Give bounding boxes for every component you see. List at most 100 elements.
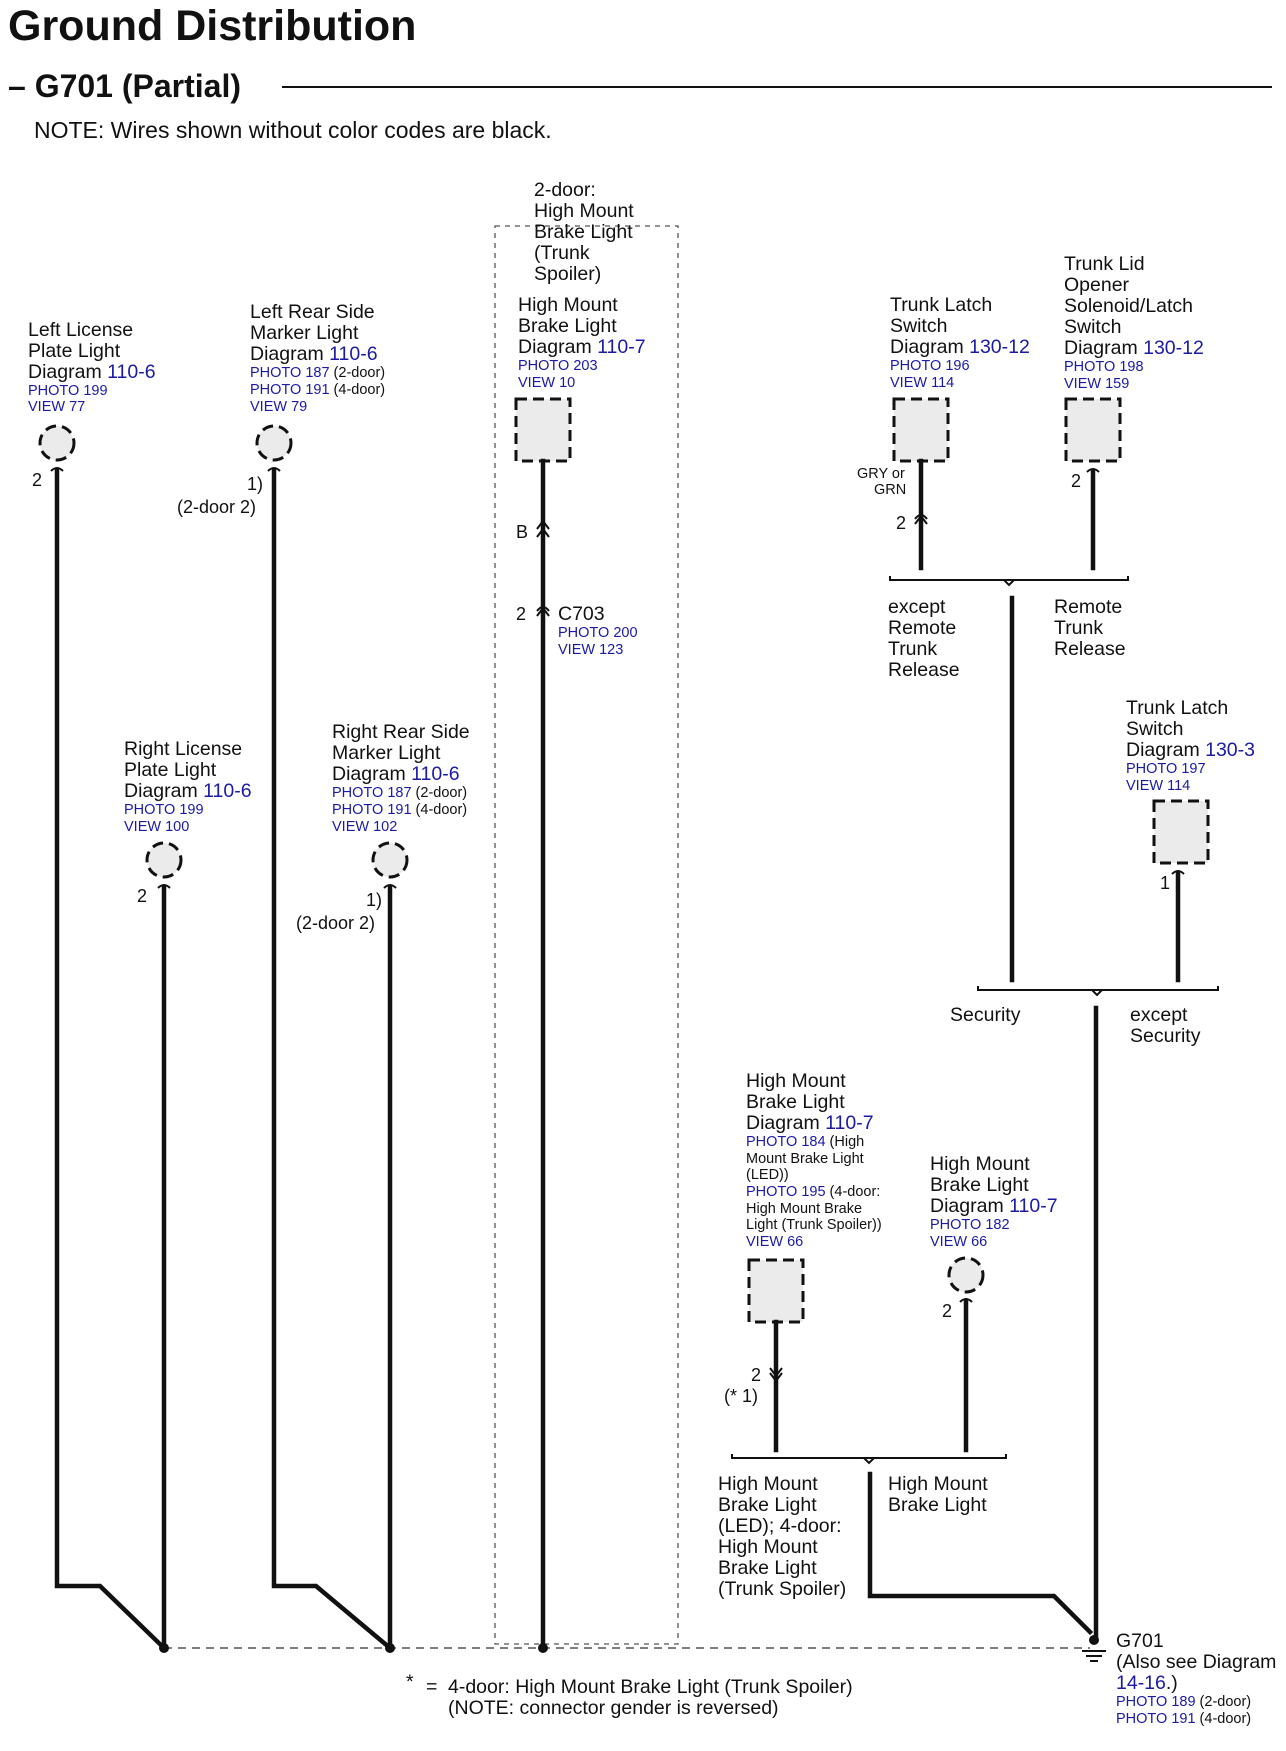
photo-ref[interactable]: PHOTO 196 bbox=[890, 358, 970, 374]
trunk-latch-switch-130-12: Trunk Latch Switch Diagram 130-12 PHOTO … bbox=[857, 294, 1030, 533]
component-name-line: Left License bbox=[28, 319, 133, 341]
photo-ref[interactable]: PHOTO 198 bbox=[1064, 359, 1144, 375]
diagram-ref[interactable]: Diagram 110-6 bbox=[28, 361, 156, 383]
pin-number: 1) bbox=[247, 474, 263, 494]
component-name-line: Opener bbox=[1064, 274, 1130, 296]
bulb-icon bbox=[38, 424, 76, 462]
component-name-line: Plate Light bbox=[28, 340, 121, 362]
component-box-icon bbox=[1152, 799, 1210, 865]
page-title: Ground Distribution bbox=[8, 2, 416, 50]
view-ref[interactable]: VIEW 102 bbox=[332, 819, 397, 835]
view-ref[interactable]: VIEW 159 bbox=[1064, 376, 1129, 392]
photo-ref[interactable]: PHOTO 197 bbox=[1126, 761, 1206, 777]
hmbl-bulb: High Mount Brake Light Diagram 110-7 PHO… bbox=[930, 1153, 1058, 1321]
component-name-line: Switch bbox=[890, 315, 947, 337]
footnote-eq: = bbox=[426, 1676, 437, 1698]
diagram-ref[interactable]: Diagram 130-12 bbox=[890, 336, 1030, 358]
photo-ref[interactable]: PHOTO 184 (High bbox=[746, 1134, 864, 1150]
pin-number: 1) bbox=[366, 890, 382, 910]
hmbl-led: High Mount Brake Light Diagram 110-7 PHO… bbox=[724, 1070, 882, 1406]
branch-label: except bbox=[1130, 1004, 1188, 1026]
branch-label: High Mount bbox=[718, 1473, 818, 1495]
photo-ref-cont: Light (Trunk Spoiler)) bbox=[746, 1217, 882, 1233]
view-ref[interactable]: VIEW 123 bbox=[558, 642, 623, 658]
photo-ref[interactable]: PHOTO 187 (2-door) bbox=[250, 365, 385, 381]
wires bbox=[50, 458, 1219, 1662]
view-ref[interactable]: VIEW 114 bbox=[890, 375, 954, 391]
view-ref[interactable]: VIEW 100 bbox=[124, 819, 189, 835]
ground-see-also-diagram[interactable]: 14-16.) bbox=[1116, 1672, 1178, 1694]
photo-ref[interactable]: PHOTO 182 bbox=[930, 1217, 1010, 1233]
ground-see-also[interactable]: (Also see Diagram bbox=[1116, 1651, 1276, 1673]
left-license-plate-light: Left License Plate Light Diagram 110-6 P… bbox=[28, 319, 156, 490]
connector-b-icon bbox=[536, 519, 550, 538]
diagram-ref[interactable]: Diagram 110-7 bbox=[746, 1112, 874, 1134]
branch-label: (LED); 4-door: bbox=[718, 1515, 842, 1537]
bulb-icon bbox=[145, 841, 183, 879]
photo-ref[interactable]: PHOTO 191 (4-door) bbox=[332, 802, 467, 818]
splice-dot bbox=[1089, 1635, 1099, 1645]
component-name-line: High Mount bbox=[518, 294, 618, 316]
photo-ref[interactable]: PHOTO 199 bbox=[28, 383, 108, 399]
branch-label: Release bbox=[888, 659, 960, 681]
footnote-line: (NOTE: connector gender is reversed) bbox=[448, 1697, 779, 1719]
branch-label: Remote bbox=[888, 617, 956, 639]
branch-label: Brake Light bbox=[718, 1557, 817, 1579]
splice-dot bbox=[538, 1643, 548, 1653]
photo-ref[interactable]: PHOTO 195 (4-door: bbox=[746, 1184, 880, 1200]
component-name-line: Trunk Latch bbox=[890, 294, 992, 316]
connector-icon bbox=[769, 1367, 783, 1383]
component-name-line: Marker Light bbox=[250, 322, 359, 344]
component-box-icon bbox=[1064, 397, 1122, 463]
photo-ref[interactable]: PHOTO 189 (2-door) bbox=[1116, 1694, 1251, 1710]
hmbl-trunk-spoiler: 2-door: High Mount Brake Light (Trunk Sp… bbox=[514, 179, 646, 658]
view-ref[interactable]: VIEW 77 bbox=[28, 399, 85, 415]
bulb-icon bbox=[255, 424, 293, 462]
component-name-line: Switch bbox=[1126, 718, 1183, 740]
connector-icon bbox=[914, 514, 928, 525]
photo-ref[interactable]: PHOTO 191 (4-door) bbox=[250, 382, 385, 398]
pin-number: (* 1) bbox=[724, 1386, 758, 1406]
diagram-ref[interactable]: Diagram 130-12 bbox=[1064, 337, 1204, 359]
branch-labels: except Remote Trunk Release Remote Trunk… bbox=[718, 596, 1201, 1600]
branch-bracket-notch bbox=[1091, 989, 1103, 997]
pin-number: 2 bbox=[32, 470, 42, 490]
photo-ref[interactable]: PHOTO 200 bbox=[558, 625, 638, 641]
view-ref[interactable]: VIEW 66 bbox=[930, 1234, 987, 1250]
diagram-ref[interactable]: Diagram 110-7 bbox=[930, 1195, 1058, 1217]
diagram-ref[interactable]: Diagram 110-7 bbox=[518, 336, 646, 358]
view-ref[interactable]: VIEW 10 bbox=[518, 375, 575, 391]
view-ref[interactable]: VIEW 79 bbox=[250, 399, 307, 415]
right-rear-side-marker-light: Right Rear Side Marker Light Diagram 110… bbox=[296, 721, 470, 933]
trunk-latch-switch-130-3: Trunk Latch Switch Diagram 130-3 PHOTO 1… bbox=[1126, 697, 1255, 893]
diagram-ref[interactable]: Diagram 110-6 bbox=[250, 343, 378, 365]
photo-ref[interactable]: PHOTO 203 bbox=[518, 358, 598, 374]
option-header-line: Brake Light bbox=[534, 221, 633, 243]
photo-ref[interactable]: PHOTO 199 bbox=[124, 802, 204, 818]
diagram-ref[interactable]: Diagram 130-3 bbox=[1126, 739, 1255, 761]
component-name-line: Solenoid/Latch bbox=[1064, 295, 1193, 317]
component-name-line: Brake Light bbox=[746, 1091, 845, 1113]
bulb-icon bbox=[947, 1256, 985, 1294]
bulb-icon bbox=[371, 841, 409, 879]
splice-dot bbox=[159, 1643, 169, 1653]
diagram-ref[interactable]: Diagram 110-6 bbox=[124, 780, 252, 802]
photo-ref[interactable]: PHOTO 187 (2-door) bbox=[332, 785, 467, 801]
branch-bracket bbox=[731, 1454, 1007, 1459]
branch-label: Release bbox=[1054, 638, 1126, 660]
component-name-line: Trunk Latch bbox=[1126, 697, 1228, 719]
option-header-line: Spoiler) bbox=[534, 263, 601, 285]
view-ref[interactable]: VIEW 66 bbox=[746, 1234, 803, 1250]
pin-number: 2 bbox=[896, 513, 906, 533]
pin-number: (2-door 2) bbox=[177, 497, 256, 517]
pin-number: 2 bbox=[751, 1365, 761, 1385]
diagram-ref[interactable]: Diagram 110-6 bbox=[332, 763, 460, 785]
option-box-2door bbox=[494, 225, 679, 1645]
ground-g701: G701 (Also see Diagram 14-16.) PHOTO 189… bbox=[1116, 1630, 1276, 1727]
wire-hmbl-to-ground bbox=[867, 1471, 1094, 1636]
branch-bracket-notch bbox=[863, 1457, 875, 1465]
footnote-star: * bbox=[406, 1671, 414, 1693]
photo-ref[interactable]: PHOTO 191 (4-door) bbox=[1116, 1711, 1251, 1727]
view-ref[interactable]: VIEW 114 bbox=[1126, 778, 1190, 794]
